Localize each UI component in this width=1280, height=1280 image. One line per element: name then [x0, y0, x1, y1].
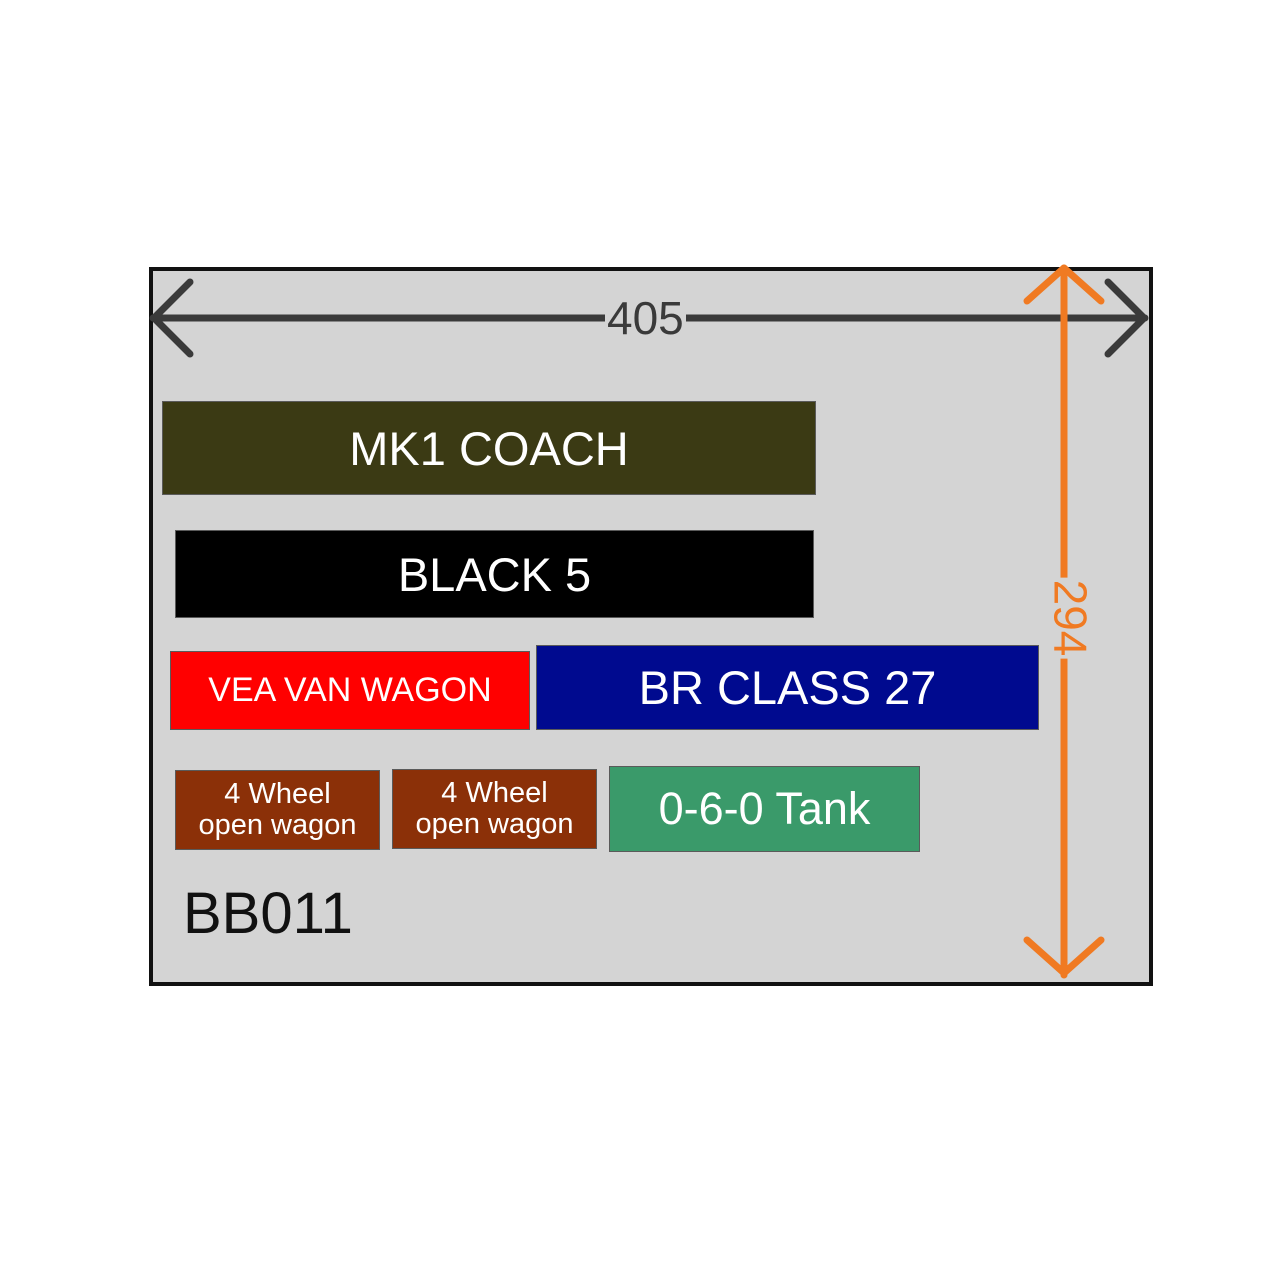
height-dimension-label: 294 — [1044, 577, 1097, 659]
block-mk1-coach-label: MK1 COACH — [349, 421, 629, 475]
block-open-wagon-1-line1: 4 Wheel — [224, 778, 331, 810]
block-mk1-coach: MK1 COACH — [162, 401, 816, 495]
block-black-5-label: BLACK 5 — [397, 547, 592, 601]
block-0-6-0-tank-label: 0-6-0 Tank — [658, 783, 871, 834]
block-open-wagon-1-line2: open wagon — [198, 809, 357, 841]
block-vea-van-wagon-label: VEA VAN WAGON — [208, 671, 492, 709]
board-code: BB011 — [183, 881, 353, 946]
block-open-wagon-1: 4 Wheel open wagon — [175, 770, 380, 850]
block-open-wagon-2-line1: 4 Wheel — [441, 777, 548, 809]
block-br-class-27-label: BR CLASS 27 — [638, 661, 937, 714]
block-black-5: BLACK 5 — [175, 530, 814, 618]
block-open-wagon-2-line2: open wagon — [415, 808, 574, 840]
block-vea-van-wagon: VEA VAN WAGON — [170, 651, 530, 730]
block-br-class-27: BR CLASS 27 — [536, 645, 1039, 730]
width-dimension-label: 405 — [605, 292, 686, 344]
block-0-6-0-tank: 0-6-0 Tank — [609, 766, 920, 852]
baseboard — [149, 267, 1153, 986]
block-open-wagon-2: 4 Wheel open wagon — [392, 769, 597, 849]
